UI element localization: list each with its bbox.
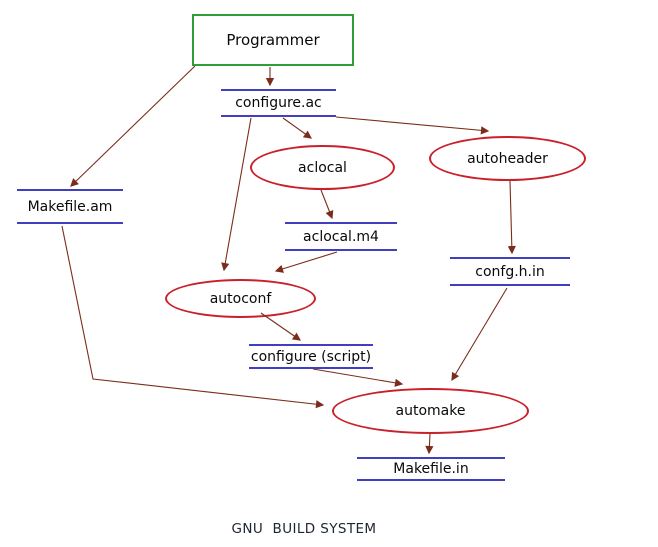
edge-configure-ac-autoconf [221,117,252,272]
node-makefile-in: Makefile.in [357,457,505,481]
node-configure-ac: configure.ac [221,89,336,117]
edge-configure-ac-autoheader [335,116,490,135]
edge-programmer-makefile-am [70,65,196,187]
node-aclocal-m4-label: aclocal.m4 [303,228,379,245]
node-programmer: Programmer [192,14,354,66]
node-makefile-am: Makefile.am [17,189,123,224]
node-confg-h-in: confg.h.in [450,257,570,286]
edge-confg-h-in-automake [451,287,508,382]
node-automake-label: automake [395,403,466,419]
edge-autoheader-confg-h-in [507,180,516,255]
edge-configure-script-automake [312,368,404,387]
edge-configure-ac-aclocal [282,117,313,139]
node-automake: automake [332,388,529,434]
edge-aclocal-m4-autoconf [274,251,338,273]
node-autoheader-label: autoheader [467,150,548,167]
node-autoheader: autoheader [429,136,586,181]
node-autoconf-label: autoconf [209,290,272,307]
node-configure-ac-label: configure.ac [235,95,322,111]
node-configure-script-label: configure (script) [250,348,372,365]
node-autoconf: autoconf [165,279,316,318]
node-aclocal: aclocal [250,145,395,190]
node-aclocal-label: aclocal [298,159,347,176]
diagram-caption: GNU BUILD SYSTEM [231,521,377,537]
edge-makefile-am-automake [61,225,325,409]
node-aclocal-m4: aclocal.m4 [285,222,397,251]
node-makefile-in-label: Makefile.in [393,461,469,477]
node-confg-h-in-label: confg.h.in [475,263,545,280]
node-programmer-label: Programmer [226,30,320,49]
edge-aclocal-aclocal-m4 [320,189,334,220]
edge-autoconf-configure-script [260,312,302,341]
node-makefile-am-label: Makefile.am [27,198,113,215]
node-configure-script: configure (script) [249,344,373,369]
edge-automake-makefile-in [425,433,434,455]
